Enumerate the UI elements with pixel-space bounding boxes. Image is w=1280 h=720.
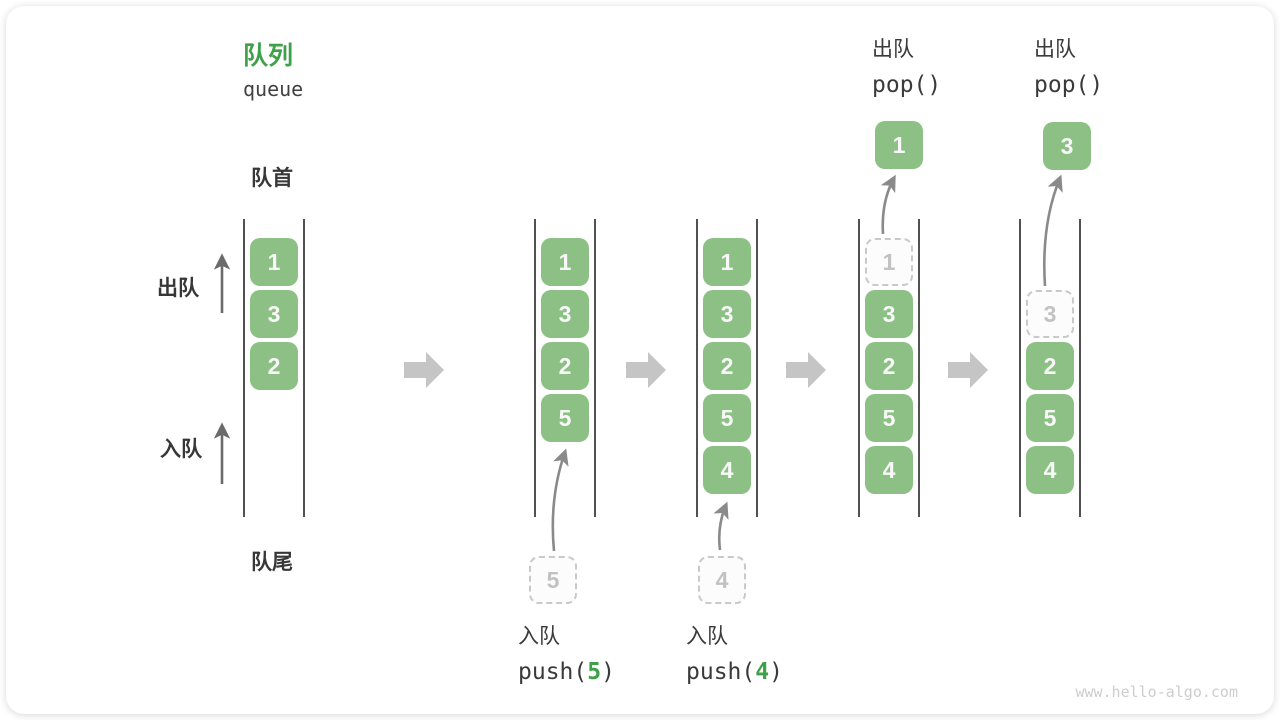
queue-rail bbox=[696, 219, 698, 517]
queue-rail bbox=[918, 219, 920, 517]
queue-element: 4 bbox=[703, 446, 751, 494]
enqueue-op-label-push5: 入队 push(5) bbox=[518, 625, 615, 685]
queue-element: 5 bbox=[703, 394, 751, 442]
queue-rail bbox=[594, 219, 596, 517]
flow-arrow-icon-4 bbox=[948, 352, 988, 388]
queue-rail bbox=[858, 219, 860, 517]
queue-element: 3 bbox=[541, 290, 589, 338]
queue-rear-label: 队尾 bbox=[251, 551, 293, 574]
queue-element: 5 bbox=[541, 394, 589, 442]
queue-element: 4 bbox=[865, 446, 913, 494]
queue-element: 2 bbox=[1026, 342, 1074, 390]
queue-element: 5 bbox=[1026, 394, 1074, 442]
queue-element-removed: 3 bbox=[1026, 290, 1074, 338]
queue-element: 2 bbox=[541, 342, 589, 390]
flow-arrow-icon-1 bbox=[404, 352, 444, 388]
queue-element: 1 bbox=[250, 238, 298, 286]
diagram-title-zh: 队列 bbox=[243, 42, 294, 70]
popped-element-3: 3 bbox=[1043, 122, 1091, 170]
arrows-overlay bbox=[213, 174, 1063, 552]
enqueue-side-label: 入队 bbox=[160, 438, 202, 461]
queue-rail bbox=[1019, 219, 1021, 517]
queue-rail bbox=[303, 219, 305, 517]
staged-element-5: 5 bbox=[529, 556, 577, 604]
watermark: www.hello-algo.com bbox=[1075, 683, 1238, 701]
queue-element: 2 bbox=[703, 342, 751, 390]
queue-rail bbox=[1079, 219, 1081, 517]
queue-element: 3 bbox=[865, 290, 913, 338]
staged-element-4: 4 bbox=[698, 556, 746, 604]
queue-element-removed: 1 bbox=[865, 238, 913, 286]
flow-arrow-icon-2 bbox=[626, 352, 666, 388]
queue-element: 3 bbox=[703, 290, 751, 338]
queue-element: 1 bbox=[541, 238, 589, 286]
dequeue-op-label-pop3: 出队 pop() bbox=[1034, 38, 1104, 98]
queue-rail bbox=[756, 219, 758, 517]
queue-element: 3 bbox=[250, 290, 298, 338]
queue-element: 2 bbox=[865, 342, 913, 390]
dequeue-side-label: 出队 bbox=[157, 277, 199, 300]
enqueue-op-label-push4: 入队 push(4) bbox=[686, 625, 783, 685]
flow-arrow-icon-3 bbox=[786, 352, 826, 388]
queue-element: 5 bbox=[865, 394, 913, 442]
popped-element-1: 1 bbox=[875, 121, 923, 169]
queue-front-label: 队首 bbox=[251, 167, 293, 190]
queue-element: 4 bbox=[1026, 446, 1074, 494]
queue-rail bbox=[534, 219, 536, 517]
diagram-title-en: queue bbox=[243, 77, 304, 101]
queue-element: 1 bbox=[703, 238, 751, 286]
queue-element: 2 bbox=[250, 342, 298, 390]
queue-rail bbox=[243, 219, 245, 517]
dequeue-op-label-pop1: 出队 pop() bbox=[872, 38, 942, 98]
